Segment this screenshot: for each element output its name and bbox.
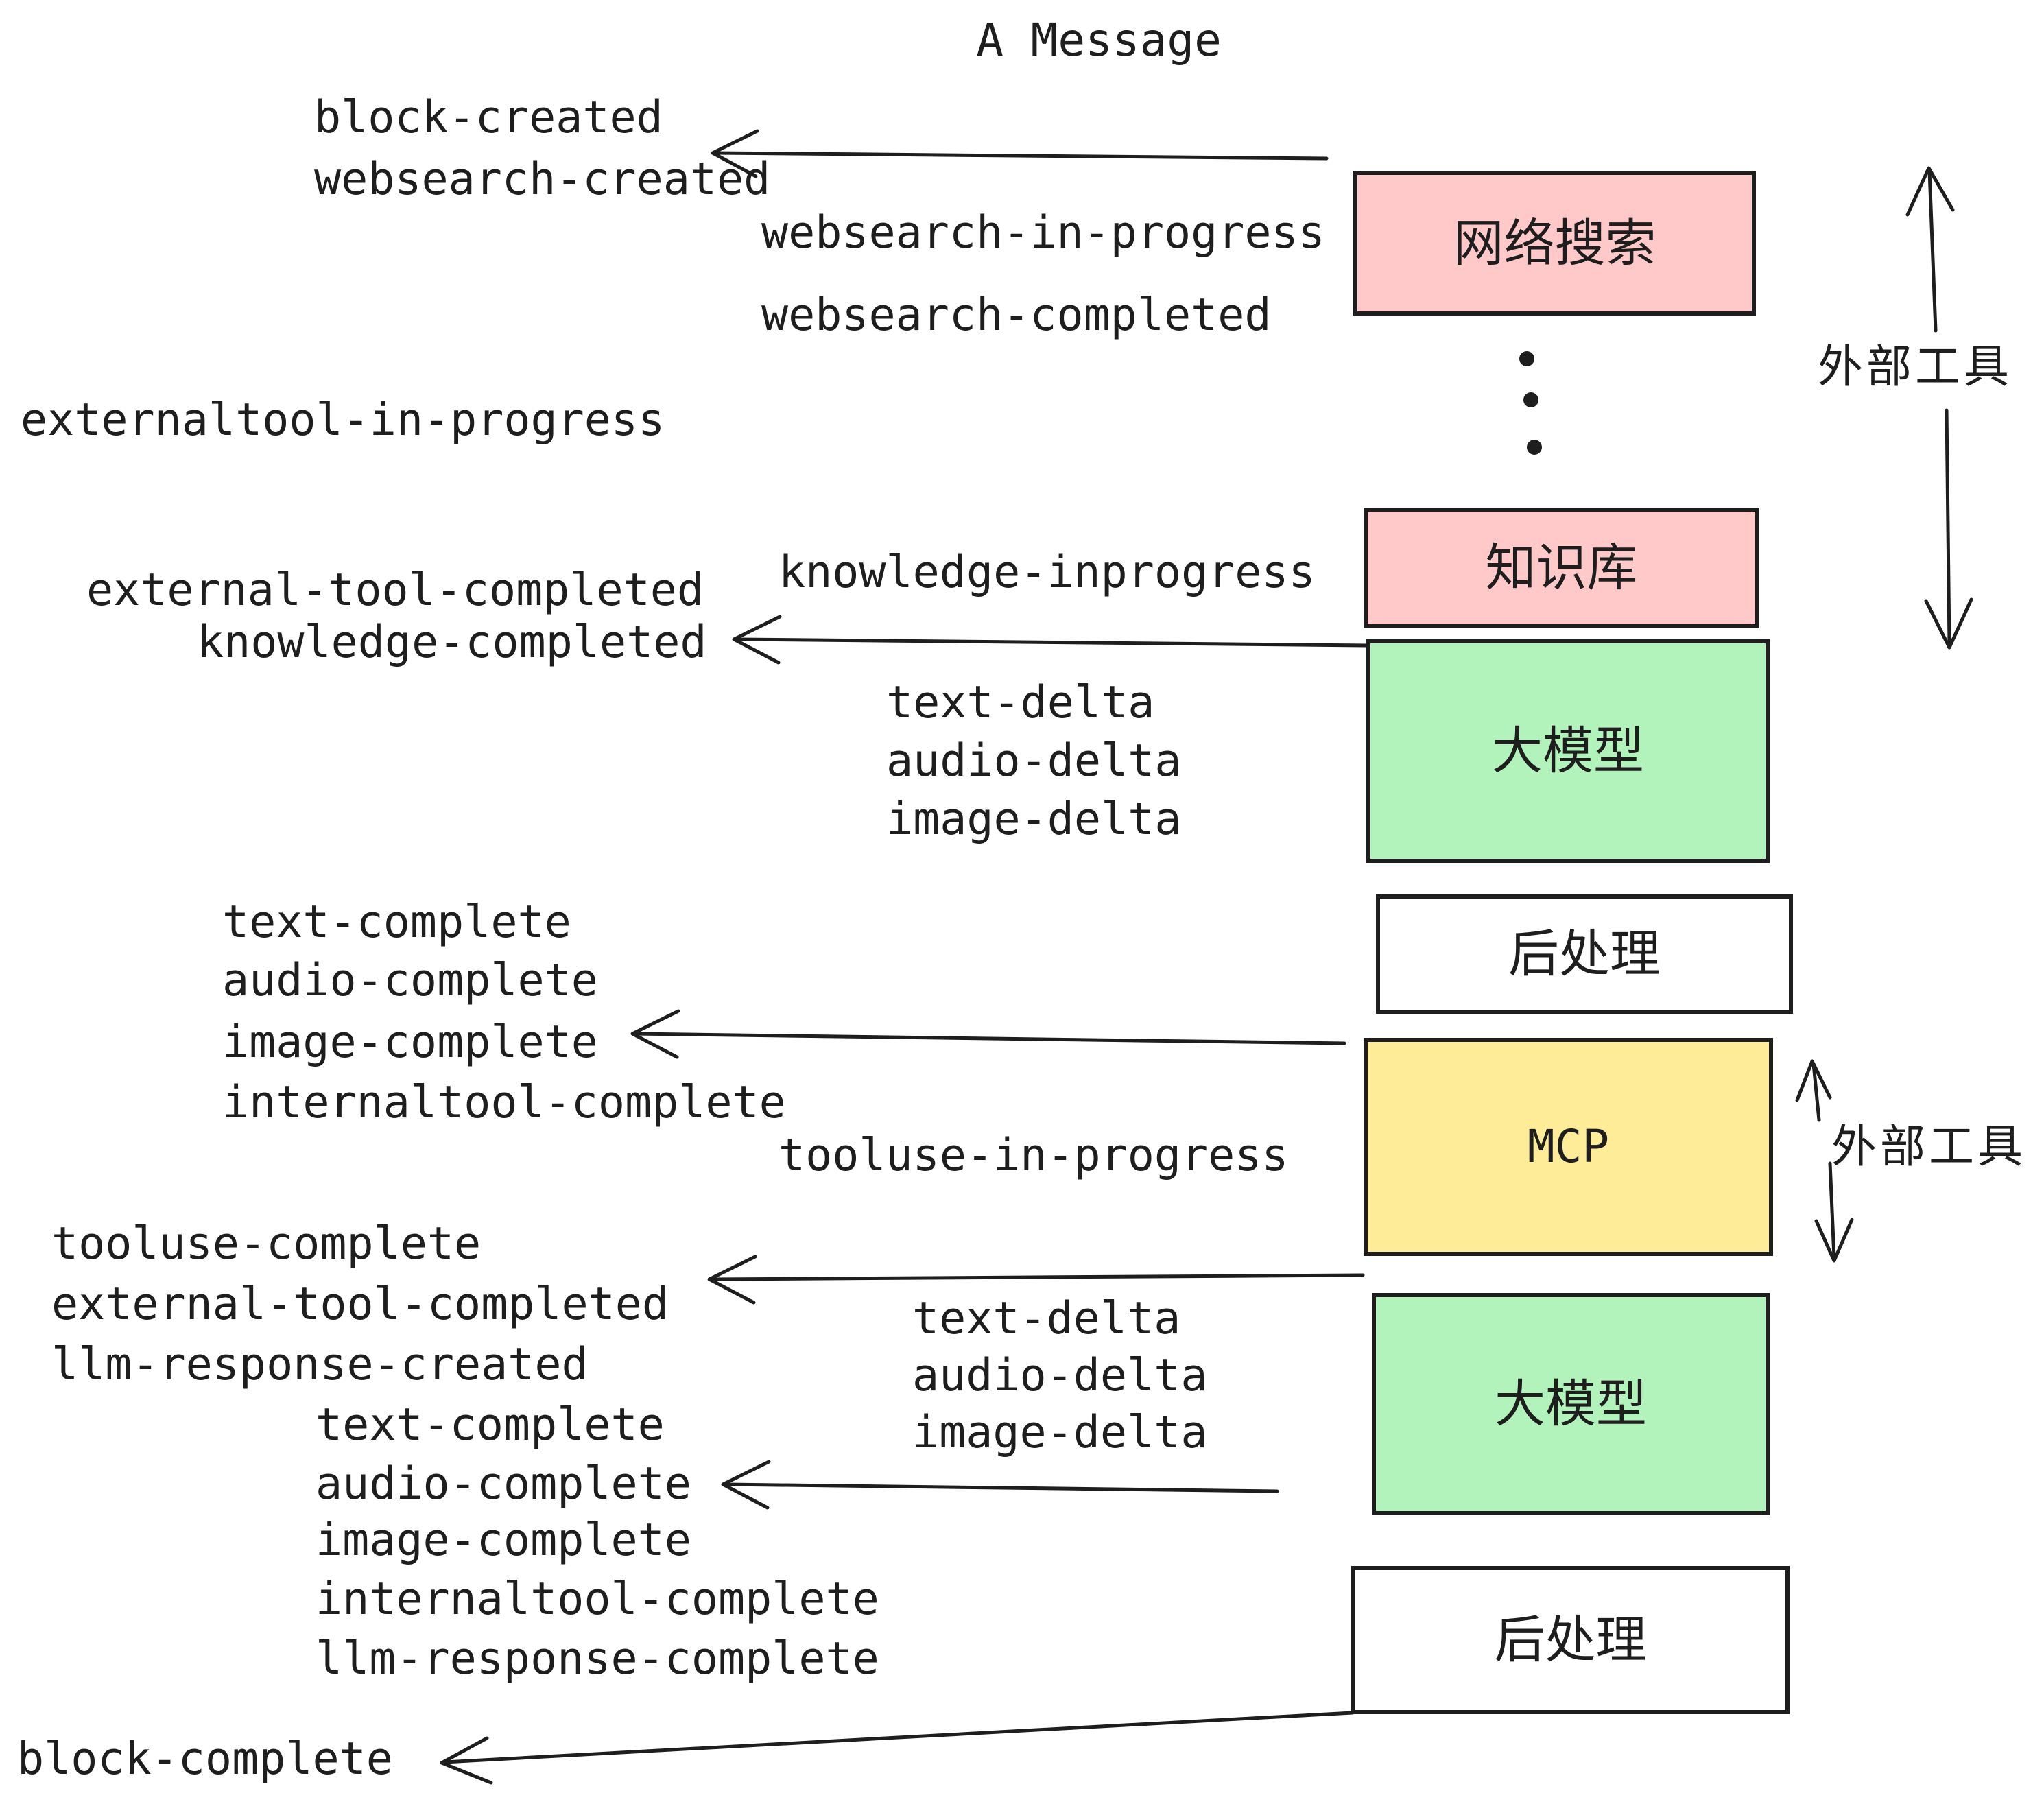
event-llm-response-created: llm-response-created [51,1339,589,1390]
external-tools-down-arrow [1924,408,1973,650]
box-llm-top-label: 大模型 [1492,722,1644,781]
arrow-tooluse-complete [707,1255,1365,1305]
external-tools-label-mid: 外部工具 [1831,1120,2026,1173]
event-internaltool-complete: internaltool-complete [222,1077,786,1128]
event-audio-delta: audio-delta [886,735,1182,787]
event-external-tool-completed2: external-tool-completed [51,1279,669,1330]
event-block-complete: block-complete [17,1733,393,1785]
event-text-complete2: text-complete [316,1399,665,1451]
box-mcp: MCP [1364,1038,1773,1256]
box-llm-bottom: 大模型 [1372,1293,1770,1515]
event-internaltool-complete2: internaltool-complete [316,1574,879,1625]
event-text-delta: text-delta [886,677,1155,728]
event-websearch-in-progress: websearch-in-progress [761,207,1325,259]
box-knowledge-base: 知识库 [1364,508,1759,628]
event-text-delta2: text-delta [912,1293,1181,1344]
event-audio-complete: audio-complete [222,955,598,1006]
event-block-created: block-created [314,92,663,143]
arrow-internal-complete [630,1009,1346,1059]
event-image-complete2: image-complete [316,1515,691,1566]
event-audio-delta2: audio-delta [912,1350,1208,1401]
box-mcp-label: MCP [1527,1120,1610,1173]
box-llm-bottom-label: 大模型 [1495,1375,1647,1434]
event-text-complete: text-complete [222,897,571,948]
event-external-tool-completed: external-tool-completed [86,565,704,616]
event-knowledge-completed: knowledge-completed [197,617,707,668]
event-tooluse-in-progress: tooluse-in-progress [779,1130,1289,1181]
mcp-external-tools-up-arrow [1795,1059,1832,1122]
external-tools-up-arrow [1905,166,1955,333]
box-postprocess-top-label: 后处理 [1508,925,1661,984]
event-knowledge-inprogress: knowledge-inprogress [779,547,1316,598]
box-knowledge-base-label: 知识库 [1485,538,1638,597]
event-websearch-created: websearch-created [314,154,771,205]
arrow-block-complete [440,1711,1355,1785]
event-image-complete: image-complete [222,1017,598,1068]
external-tools-label-top: 外部工具 [1818,340,2012,393]
diagram-title: A Message [976,14,1222,67]
box-postprocess-top: 后处理 [1376,894,1793,1014]
box-websearch: 网络搜索 [1353,171,1756,316]
event-tooluse-complete: tooluse-complete [51,1218,482,1270]
event-image-delta: image-delta [886,794,1182,845]
box-postprocess-bottom-label: 后处理 [1494,1611,1647,1670]
mcp-external-tools-down-arrow [1814,1161,1854,1263]
event-audio-complete2: audio-complete [316,1458,691,1510]
arrow-llm-complete [721,1460,1279,1510]
box-websearch-label: 网络搜索 [1453,213,1656,273]
event-externaltool-in-progress: externaltool-in-progress [21,394,665,446]
box-llm-top: 大模型 [1366,639,1770,863]
event-image-delta2: image-delta [912,1407,1208,1458]
box-postprocess-bottom: 后处理 [1351,1566,1790,1714]
event-websearch-completed: websearch-completed [761,289,1272,341]
ellipsis-dots-icon [1519,351,1542,455]
arrow-knowledge-completed [732,615,1368,665]
event-llm-response-complete: llm-response-complete [316,1633,879,1685]
arrow-websearch-created [711,129,1329,178]
